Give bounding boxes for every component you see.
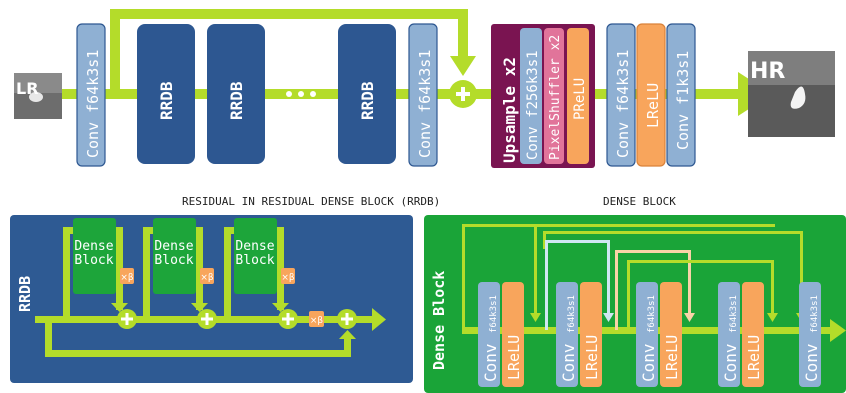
rrdb-panel-label: RRDB	[16, 276, 34, 312]
lrelu-label: LReLU	[644, 83, 662, 128]
dense-conv-4-spec: f64k3s1	[729, 295, 739, 333]
dense-skip-3	[545, 240, 614, 330]
lr-label: LR	[16, 79, 39, 98]
dense-skip-4	[615, 250, 695, 330]
lr-image: LR	[14, 73, 62, 119]
lrelu-block: LReLU	[636, 23, 666, 167]
hr-label: HR	[750, 59, 785, 84]
dense-conv-5: Conv	[802, 343, 821, 382]
beta-final: ×β	[310, 316, 324, 326]
hr-image: HR	[748, 51, 835, 137]
rrdb-block-3-label: RRDB	[358, 81, 377, 120]
rrdb-caption: RESIDUAL IN RESIDUAL DENSE BLOCK (RRDB)	[182, 195, 440, 208]
beta-1: ×β	[120, 273, 134, 283]
dense-conv-1-spec: f64k3s1	[489, 295, 499, 333]
beta-3: ×β	[281, 273, 295, 283]
sum-node	[449, 80, 477, 108]
dense-block-3-line1: Dense	[235, 239, 274, 254]
upsample-title: Upsample x2	[500, 57, 519, 163]
dense-caption: DENSE BLOCK	[603, 195, 676, 208]
dense-block-1-line2: Block	[74, 253, 113, 268]
rrdb-block-2: RRDB	[207, 24, 265, 164]
upsample-block: Upsample x2 Conv f256k3s1 PixelShuffler …	[491, 24, 595, 168]
conv-mid-label: Conv f64k3s1	[416, 50, 434, 158]
conv-mid-block: Conv f64k3s1	[408, 23, 438, 167]
skip-connection-arrow	[110, 9, 476, 94]
dense-block-2-line2: Block	[154, 253, 193, 268]
beta-2: ×β	[200, 273, 214, 283]
pixelshuffler-label: PixelShuffler x2	[548, 35, 563, 160]
dense-conv-4: Conv	[721, 343, 740, 382]
dense-lrelu-2: LReLU	[583, 335, 601, 380]
dense-skip-5	[627, 260, 778, 330]
rrdb-block-2-label: RRDB	[227, 81, 246, 120]
rrdb-block-1: RRDB	[137, 24, 195, 164]
conv-input-label: Conv f64k3s1	[84, 50, 102, 158]
dense-lrelu-4: LReLU	[745, 335, 763, 380]
dense-panel: Dense Block	[424, 215, 846, 393]
rrdb-block-3: RRDB	[338, 24, 396, 164]
rrdb-block-1-label: RRDB	[157, 81, 176, 120]
conv-out2-label: Conv f1k3s1	[674, 51, 692, 150]
dense-conv-2-spec: f64k3s1	[567, 295, 577, 333]
conv-out2-block: Conv f1k3s1	[666, 23, 696, 167]
dense-conv-2: Conv	[559, 343, 578, 382]
rrdb-panel: RRDB Dense Block ×β Dense Block ×β	[10, 215, 413, 383]
dense-conv-3: Conv	[639, 343, 658, 382]
dense-lrelu-3: LReLU	[663, 335, 681, 380]
ellipsis-dots	[286, 91, 316, 97]
dense-conv-3-spec: f64k3s1	[647, 295, 657, 333]
dense-lrelu-1: LReLU	[505, 335, 523, 380]
dense-block-2-line1: Dense	[154, 239, 193, 254]
dense-skip-1	[462, 224, 775, 330]
conv-out1-block: Conv f64k3s1	[606, 23, 636, 167]
dense-conv-1: Conv	[481, 343, 500, 382]
conv-out1-label: Conv f64k3s1	[614, 50, 632, 158]
dense-panel-label: Dense Block	[430, 271, 448, 370]
dense-conv-5-spec: f64k3s1	[810, 295, 820, 333]
conv-input-block: Conv f64k3s1	[76, 23, 106, 167]
dense-block-3-line2: Block	[235, 253, 274, 268]
upsample-conv-label: Conv f256k3s1	[525, 50, 541, 160]
prelu-label: PReLU	[572, 78, 588, 120]
dense-block-1-line1: Dense	[74, 239, 113, 254]
